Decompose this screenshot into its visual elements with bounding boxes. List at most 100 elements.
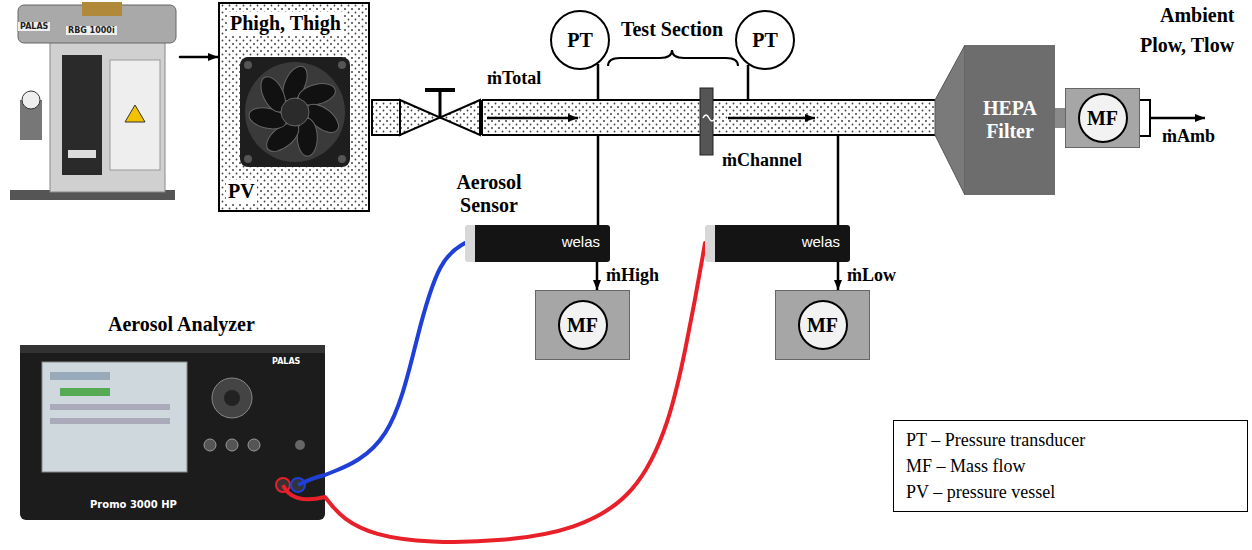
filter-coupling [1055,108,1065,128]
exhaust-arrow [1150,117,1205,120]
ambient-label: Plow, Tlow [1140,34,1234,57]
aerosol-analyzer: Aerosol AnalyzerPALASPromo 3000 HP [20,345,325,520]
signal-cable [325,243,465,475]
section-brace [608,50,738,66]
flow-label: ṁAmb [1162,126,1215,147]
screen-row [50,418,170,424]
aerosol-sensor: Aerosol Sensorwelas [465,225,610,262]
generator-panel [110,60,160,170]
node-text: Promo 3000 HP [90,499,177,510]
aerosol-generator: PALAS RBG 1000i [4,2,180,202]
node-text: PV [226,180,257,203]
knob-centre [224,390,240,406]
legend-box: PT – Pressure transducer MF – Mass flowPV… [893,420,1248,512]
analyzer-device [20,345,325,520]
section-label: Test Section [607,18,737,41]
pressure-tap [597,64,600,100]
flow-arrow [180,56,218,59]
analyzer-bezel [20,345,325,353]
analyzer-screen [42,362,187,472]
legend-entry: PV – pressure vessel [906,479,1235,505]
generator-body [50,40,165,192]
mass-flow-meter: MF [1065,88,1140,148]
valve-handle [425,88,455,92]
cable-stub [298,475,325,485]
pressure-transducer: PT [735,10,795,70]
fan-screw [338,155,346,163]
fan-frame [240,57,350,167]
generator-column [62,55,102,175]
mass-flow-meter: MF [535,290,630,360]
filter-inlet [935,45,965,195]
legend-text: MF – Mass flow [906,456,1026,476]
node-text: MF [558,300,608,350]
flow-label: ṁLow [846,265,897,286]
fan-screw [338,61,346,69]
flow-arrow [837,262,840,290]
node-text: Aerosol Sensor [433,171,545,217]
flow-label: ṁTotal [487,68,541,89]
analyzer-body [20,345,325,520]
fan-hub [281,98,309,126]
ambient-label: Ambient [1160,4,1234,27]
fan-ring [245,62,345,162]
flow-arrow [596,262,599,290]
analyzer-knob [212,378,252,418]
flow-arrow [487,117,578,120]
sample-line [837,135,840,225]
aerosol-generator [10,2,176,200]
node-text: RBG 1000i [66,26,117,35]
pressure-gauge [22,91,40,109]
node-text: Phigh, Thigh [228,12,343,35]
hepa-filter: HEPA Filter [965,45,1055,195]
channel-slit [703,115,715,121]
node-text: PALAS [272,357,300,366]
legend-text: PV – pressure vessel [906,482,1055,502]
screen-row [60,388,110,396]
generator-badge [68,150,96,158]
screen-row [50,404,170,410]
signal-cable [325,243,705,542]
fan-screw [244,155,252,163]
aerosol-sensor: welas [705,225,850,262]
valve-stem [439,90,442,117]
fan-screw [244,61,252,69]
pressure-vessel: Phigh, ThighPV [218,2,370,212]
valve-body [400,100,440,135]
node-text: MF [1078,93,1128,143]
fan [240,57,350,167]
valve-body [440,100,480,135]
vessel-fill [218,2,370,212]
sample-line [597,135,600,225]
analyzer-lamp [295,440,305,450]
pipe [372,88,935,155]
flow-label: ṁChannel [722,150,802,171]
analyzer-port [204,439,216,451]
cable-stub [283,485,325,499]
brass-fitting [82,2,122,16]
outlet-bracket [1140,100,1150,136]
screen-row [50,372,110,380]
pressure-tap [747,65,750,100]
legend-entry: MF – Mass flow [906,453,1235,479]
pressure-transducer: PT [550,10,610,70]
legend-text: PT – Pressure transducer [906,430,1085,450]
pipe-stub [372,100,400,135]
flow-arrow [728,117,815,120]
node-text: HEPA Filter [971,97,1049,143]
node-text: PT [752,29,778,52]
node-text: MF [798,300,848,350]
legend-entry: PT – Pressure transducer [906,427,1235,453]
analyzer-port [248,439,260,451]
node-text: welas [562,233,600,250]
node-text: PALAS [18,22,50,31]
pipe-end [481,100,483,135]
flow-label: ṁHigh [605,265,660,286]
node-text: Aerosol Analyzer [108,313,255,336]
analyzer-port [226,439,238,451]
node-text: PT [567,29,593,52]
warning-sign [125,105,145,122]
node-text: welas [802,233,840,250]
mass-flow-meter: MF [775,290,870,360]
